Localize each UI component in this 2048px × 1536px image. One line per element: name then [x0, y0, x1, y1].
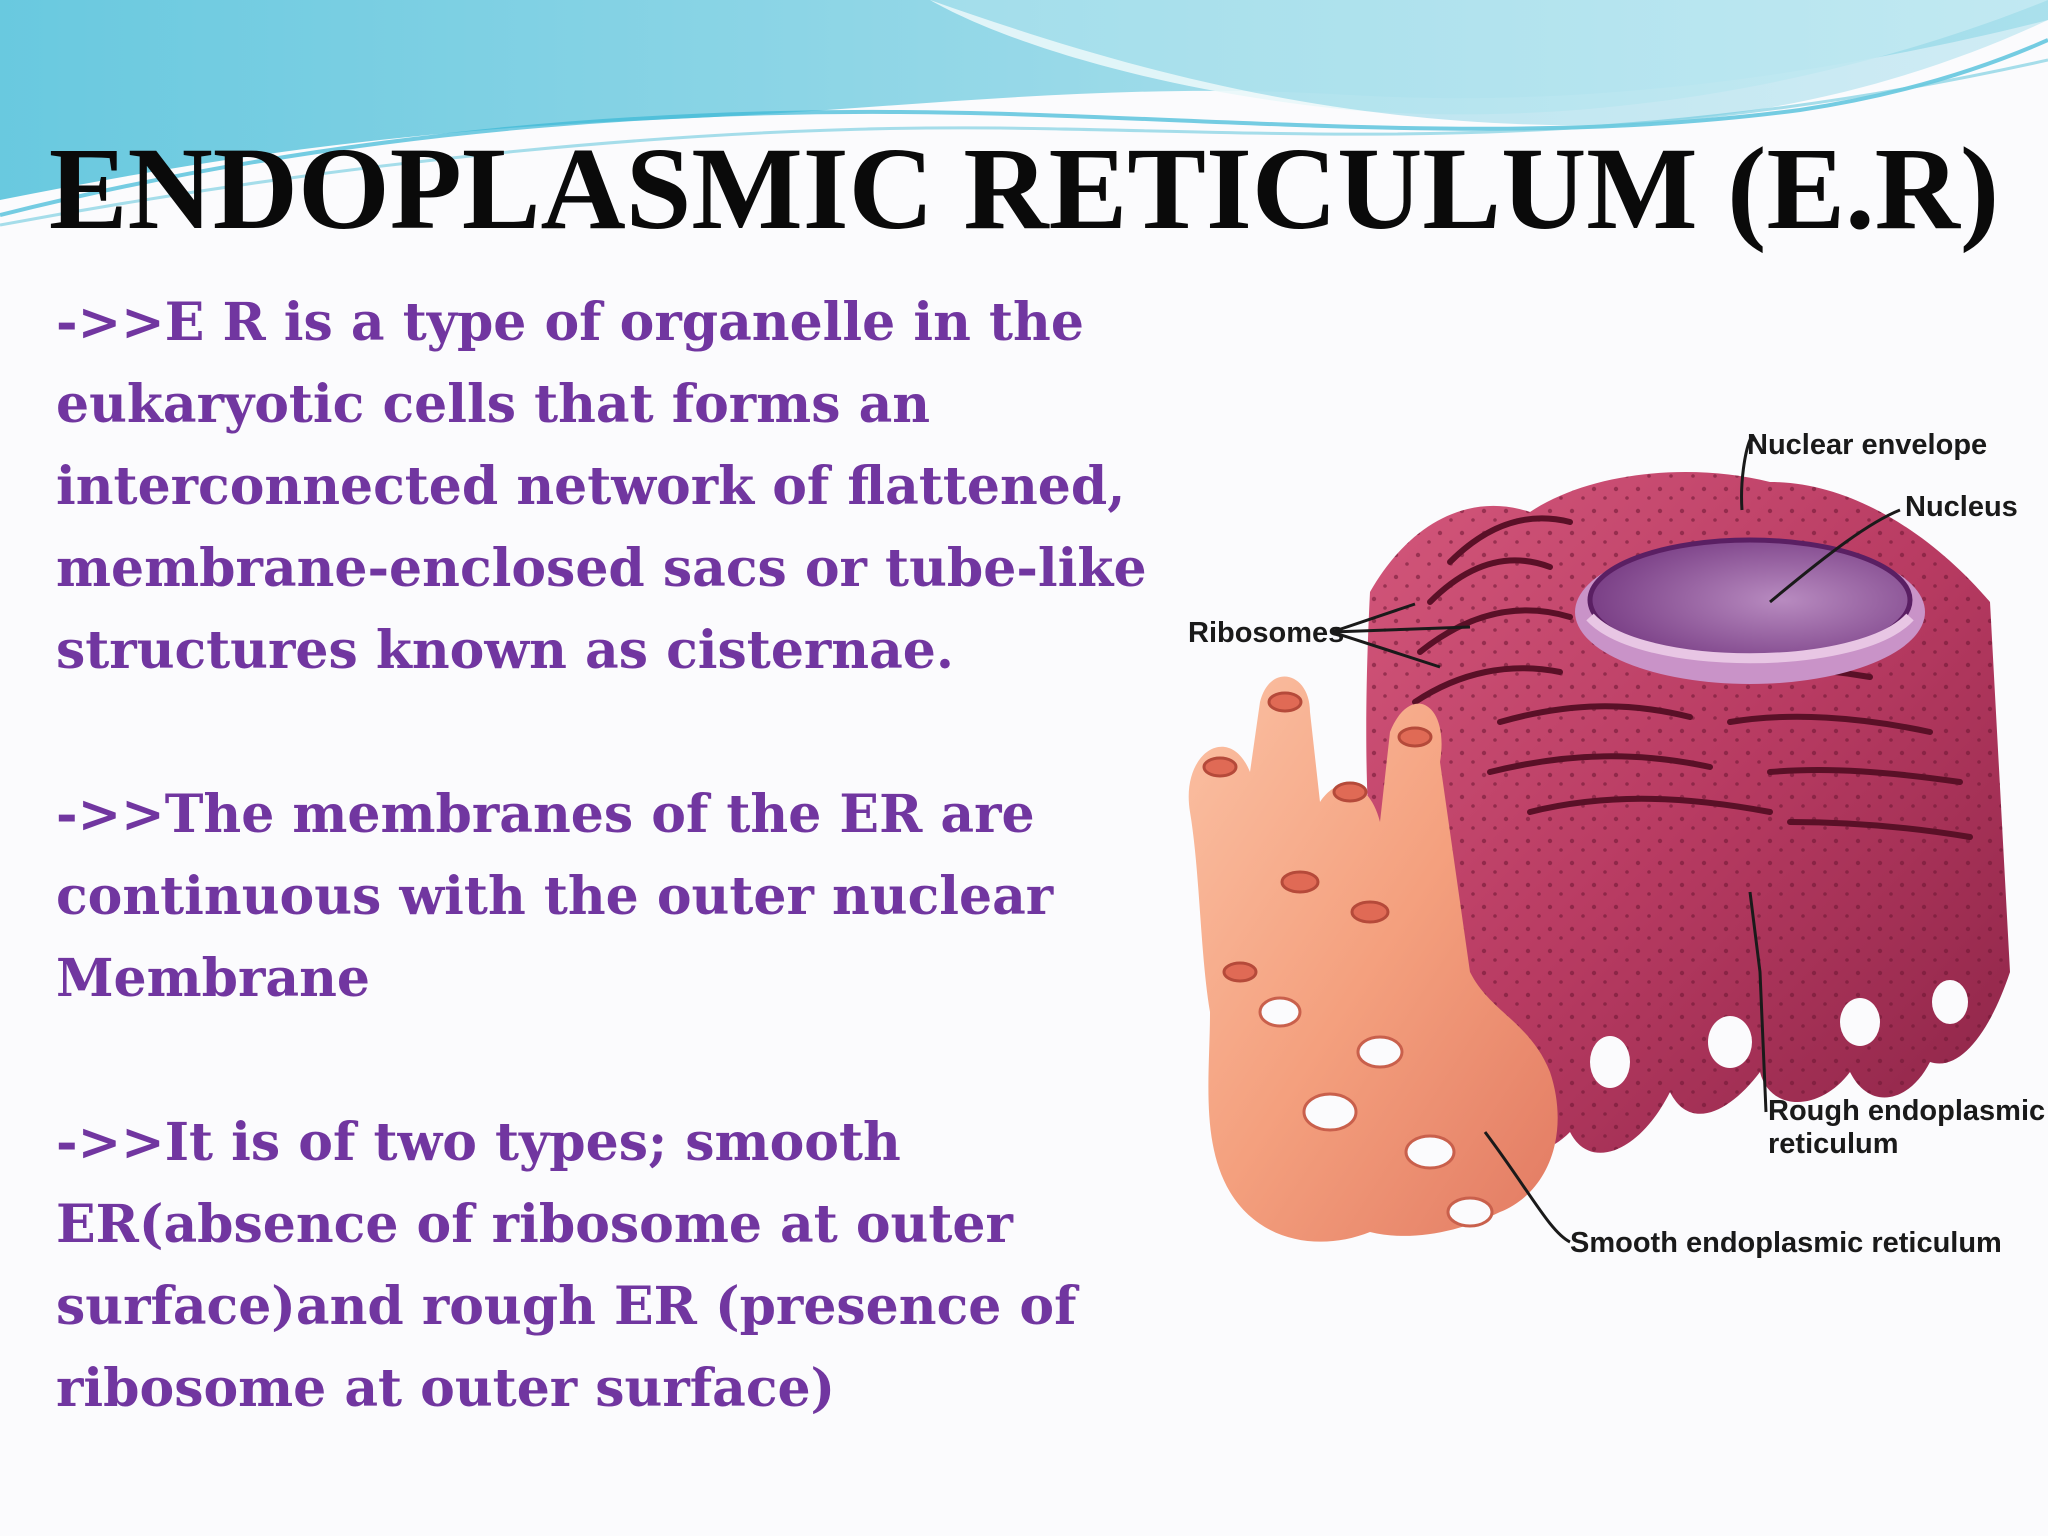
- leader-ribosomes-3: [1331, 625, 1471, 634]
- leader-smooth-er: [1483, 1131, 1571, 1244]
- nucleus-shape: [1575, 537, 1925, 684]
- label-nuclear-envelope: Nuclear envelope: [1747, 429, 1987, 461]
- leader-ribosomes-1: [1331, 602, 1416, 634]
- er-diagram: Nuclear envelope Nucleus Ribosomes Rough…: [1188, 429, 2045, 1259]
- header-wave-decoration: [0, 0, 2048, 227]
- paragraph-types: ->>It is of two types; smooth ER(absence…: [56, 1112, 1077, 1419]
- label-smooth-er: Smooth endoplasmic reticulum: [1570, 1227, 2002, 1259]
- leader-nuclear-envelope: [1740, 438, 1755, 511]
- body-text: ->>E R is a type of organelle in the euk…: [56, 282, 1176, 1512]
- paragraph-definition: ->>E R is a type of organelle in the euk…: [56, 292, 1147, 681]
- page-title: ENDOPLASMIC RETICULUM (E.R): [48, 123, 2000, 254]
- paragraph-membranes: ->>The membranes of the ER are continuou…: [56, 784, 1054, 1009]
- label-rough-er-line1: Rough endoplasmic: [1768, 1095, 2045, 1127]
- leader-nucleus: [1769, 508, 1901, 604]
- leader-rough-er: [1748, 891, 1768, 1113]
- label-ribosomes: Ribosomes: [1188, 617, 1344, 649]
- label-rough-er-line2: reticulum: [1768, 1128, 1899, 1160]
- label-nucleus: Nucleus: [1905, 491, 2018, 523]
- smooth-er-shape: [1188, 676, 1558, 1242]
- leader-ribosomes-2: [1331, 630, 1441, 669]
